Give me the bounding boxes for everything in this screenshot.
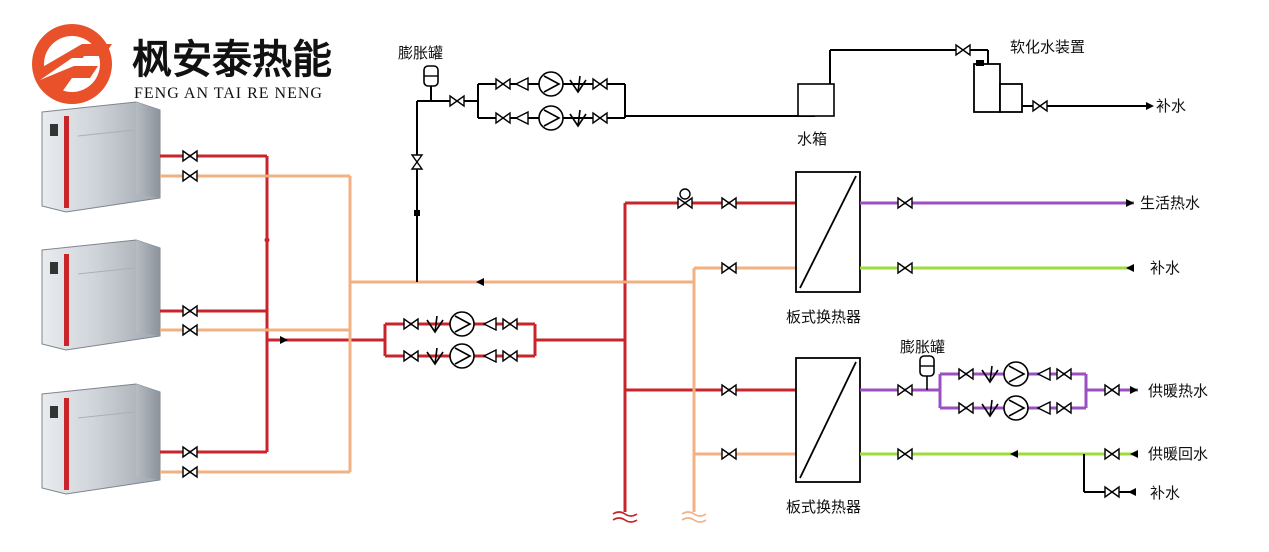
- brand-name-en: FENG AN TAI RE NENG: [134, 85, 323, 102]
- heat-pump-unit-icon: [41, 383, 161, 495]
- water-tank-icon: [797, 83, 835, 117]
- unit-valves: [182, 150, 198, 478]
- heating-return-label: 供暖回水: [1148, 445, 1208, 463]
- wavy-break-icon: [612, 511, 638, 523]
- stylized-F-circle-icon: [32, 24, 112, 104]
- wavy-break-icon: [681, 511, 707, 523]
- flow-arrow-icon: [1126, 264, 1134, 272]
- tee-junctions: [264, 173, 628, 333]
- makeup-label-bottom: 补水: [1150, 484, 1180, 502]
- softener-icon: [973, 60, 1023, 113]
- primary-valves: [721, 197, 737, 460]
- heating-supply-label: 供暖热水: [1148, 382, 1208, 400]
- pipe-fitting: [414, 210, 420, 216]
- expansion-tank-icon: [919, 355, 935, 390]
- flow-arrow-icon: [1130, 450, 1138, 458]
- brand-logo: 枫安泰热能 FENG AN TAI RE NENG: [32, 24, 332, 104]
- makeup-pump-group: [495, 71, 608, 131]
- makeup-bottom-pipe: [1083, 454, 1136, 493]
- heating-pump-group: [958, 361, 1072, 421]
- expansion-tank-label-bottom: 膨胀罐: [900, 338, 945, 356]
- plate-hx-label-top: 板式换热器: [786, 308, 861, 326]
- flow-arrow-icon: [1130, 386, 1138, 394]
- heat-pump-unit-icon: [41, 239, 161, 351]
- flow-arrow-icon: [280, 336, 288, 344]
- water-tank-label: 水箱: [797, 130, 827, 148]
- heat-exchanger-icon: [795, 171, 861, 293]
- expansion-tank-icon: [423, 65, 439, 87]
- plate-hx-label-bottom: 板式换热器: [786, 498, 861, 516]
- flow-arrow-icon: [1146, 102, 1154, 110]
- flow-arrow-icon: [1010, 450, 1018, 458]
- makeup-label-top: 补水: [1156, 97, 1186, 115]
- heat-exchanger-icon: [795, 357, 861, 483]
- softener-label: 软化水装置: [1010, 38, 1085, 56]
- makeup-label-mid: 补水: [1150, 259, 1180, 277]
- expansion-tank-label-top: 膨胀罐: [398, 44, 443, 62]
- return-pipes: [160, 174, 796, 512]
- brand-name-cn: 枫安泰热能: [132, 37, 332, 83]
- heat-pump-unit-icon: [41, 101, 161, 213]
- main-pump-group: [403, 311, 518, 369]
- domestic-hot-water-label: 生活热水: [1140, 194, 1200, 212]
- hot-supply-pipes: [160, 154, 796, 512]
- flow-arrow-icon: [1128, 488, 1136, 496]
- temperature-sensor-icon: [677, 188, 693, 209]
- flow-arrow-icon: [1126, 199, 1134, 207]
- flow-arrow-icon: [476, 278, 484, 286]
